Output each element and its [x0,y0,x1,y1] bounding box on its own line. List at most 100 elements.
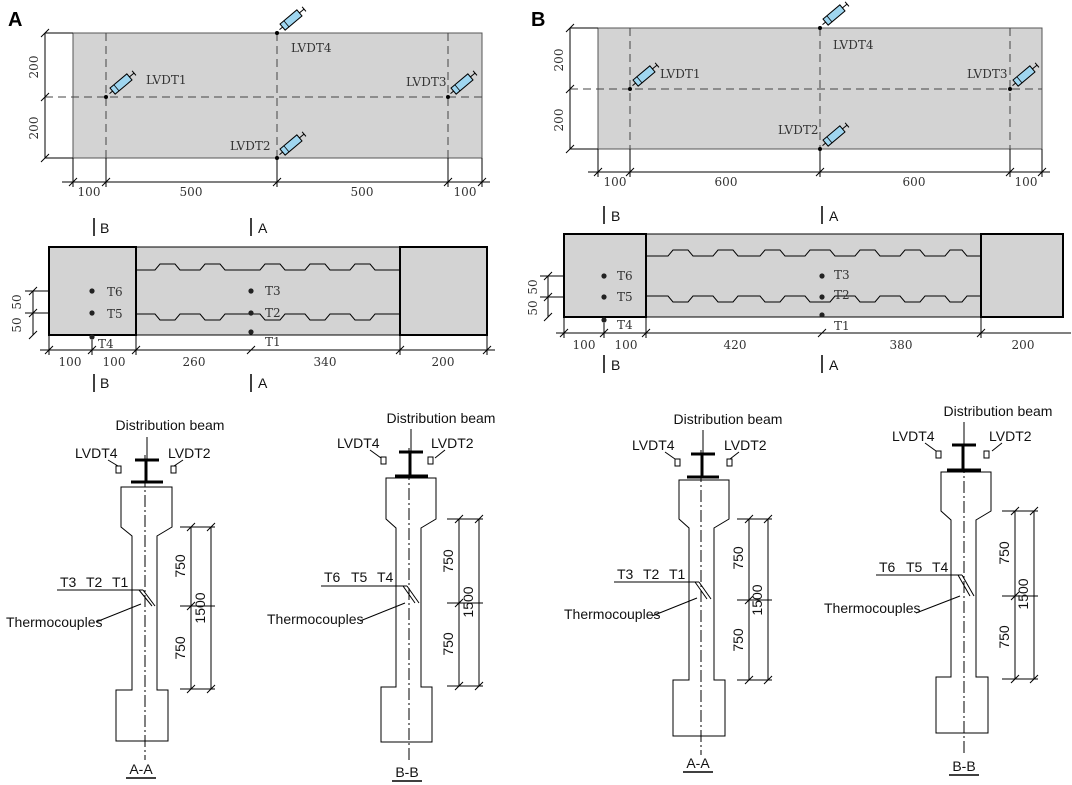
thermocouple-label: T2 [265,306,281,320]
dim-label: 200 [552,49,566,72]
thermocouple-label: T6 [324,569,341,585]
dim-label: 200 [27,56,41,79]
dim-label: 100 [573,338,596,352]
lvdt3-label: LVDT3 [967,67,1007,81]
section-mark-a: A [258,375,268,391]
dim-label: 50 [526,279,540,294]
thermocouple-label: T4 [617,318,633,332]
thermocouples-label: Thermocouples [824,600,921,616]
dim-label: 750 [172,554,188,578]
panel-label-b: B [531,9,545,31]
plan-view-a: 200 200 100 500 500 100 LVDT1 LVDT4 LVDT… [27,5,490,199]
section-title-bb: B-B [395,764,418,780]
dim-label: 100 [604,175,627,189]
dim-label: 100 [78,185,101,199]
thermocouple-point [819,273,825,279]
lvdt4-icon [819,0,851,29]
dim-label: 750 [440,632,456,656]
thermocouples-label: Thermocouples [267,611,364,627]
dim-label: 750 [730,546,746,570]
thermocouple-point [601,294,607,300]
thermocouple-point [248,310,254,316]
distribution-beam-label: Distribution beam [674,411,783,427]
lvdt2-label: LVDT2 [724,437,767,453]
dim-label: 260 [183,355,206,369]
dim-label: 100 [615,338,638,352]
thermocouple-label: T5 [351,569,368,585]
dim-label: 50 [10,294,24,309]
dim-label: 50 [10,317,24,332]
lvdt4-label: LVDT4 [632,437,675,453]
section-mark-a: A [829,208,839,224]
section-title-aa: A-A [129,761,153,777]
dim-label: 750 [172,636,188,660]
thermocouple-label: T5 [617,290,633,304]
thermocouple-label: T1 [265,335,281,349]
thermocouple-label: T4 [932,559,949,575]
dim-label: 200 [552,109,566,132]
dim-label: 750 [730,628,746,652]
thermocouple-label: T2 [86,574,103,590]
section-aa-b: Distribution beam LVDT4 LVDT2 T3 T2 T1 T… [564,411,783,773]
dim-label: 600 [715,175,738,189]
thermocouple-label: T2 [643,566,660,582]
dim-label: 340 [314,355,337,369]
thermocouple-label: T4 [98,337,114,351]
thermocouple-label: T3 [834,268,850,282]
thermocouple-point [89,310,95,316]
panel-label-a: A [8,9,22,31]
dim-label: 50 [526,300,540,315]
dim-label: 600 [903,175,926,189]
thermocouples-label: Thermocouples [6,614,103,630]
dim-label: 420 [724,338,747,352]
section-mark-a: A [258,220,268,236]
thermocouple-point [89,334,95,340]
lvdt4-label: LVDT4 [337,435,380,451]
dim-label: 750 [440,549,456,573]
dim-label: 1500 [1015,578,1031,609]
lvdt1-label: LVDT1 [660,67,700,81]
thermocouple-label: T4 [377,569,394,585]
lvdt2-label: LVDT2 [778,123,818,137]
thermocouple-point [601,317,607,323]
section-mark-b: B [611,357,620,373]
dim-label: 750 [996,541,1012,565]
distribution-beam-label: Distribution beam [116,417,225,433]
dim-label: 500 [180,185,203,199]
distribution-beam-label: Distribution beam [387,410,496,426]
dim-label: 1500 [460,586,476,617]
dim-label: 100 [1015,175,1038,189]
lvdt2-label: LVDT2 [989,428,1032,444]
lvdt4-icon [276,5,308,34]
elevation-view-b: B A B A T6 T5 T4 T3 T2 T1 50 50 100 10 [526,206,1071,373]
elevation-view-a: B A B A T6 T5 T4 T3 T2 T1 50 50 [10,218,495,392]
lvdt4-label: LVDT4 [833,38,874,52]
lvdt4-label: LVDT4 [291,41,332,55]
section-bb-a: Distribution beam LVDT4 LVDT2 T6 T5 T4 T… [267,410,496,782]
thermocouple-label: T1 [112,574,129,590]
lvdt2-label: LVDT2 [431,435,474,451]
thermocouple-label: T5 [906,559,923,575]
section-aa-a: Distribution beam LVDT4 LVDT2 T3 T2 T1 T… [6,417,225,779]
lvdt4-label: LVDT4 [892,428,935,444]
dim-label: 200 [1012,338,1035,352]
lvdt3-label: LVDT3 [406,75,446,89]
dim-label: 1500 [192,592,208,623]
lvdt4-label: LVDT4 [75,445,118,461]
dim-label: 380 [890,338,913,352]
section-mark-b: B [100,375,109,391]
section-bb-b: Distribution beam LVDT4 LVDT2 T6 T5 T4 T… [824,403,1053,776]
lvdt1-label: LVDT1 [146,73,186,87]
section-title-bb: B-B [952,758,975,774]
thermocouple-point [819,312,825,318]
section-mark-b: B [611,208,620,224]
thermocouple-point [248,329,254,335]
distribution-beam-label: Distribution beam [944,403,1053,419]
thermocouple-point [89,288,95,294]
section-mark-b: B [100,220,109,236]
dim-label: 750 [996,625,1012,649]
thermocouple-point [248,288,254,294]
thermocouple-label: T6 [879,559,896,575]
thermocouple-label: T3 [265,284,281,298]
